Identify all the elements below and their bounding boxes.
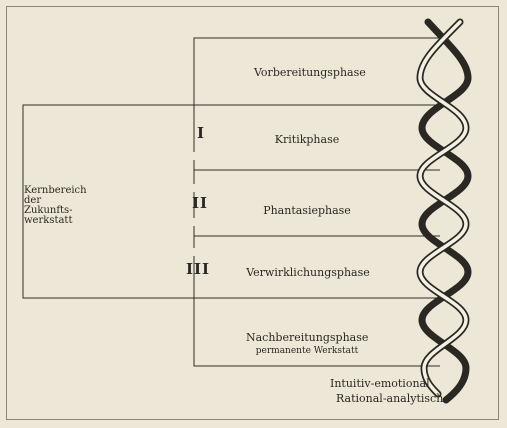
- phase-sublabel-permanent: permanente Werkstatt: [246, 346, 368, 356]
- core-label: Kernbereich der Zukunfts- werkstatt: [24, 186, 87, 226]
- phase-numeral-1: I: [197, 124, 205, 142]
- phase-label-verwirklichung: Verwirklichungsphase: [238, 266, 378, 279]
- helix-label-rational: Rational-analytisch: [336, 392, 443, 405]
- phase-label-phantasie: Phantasiephase: [262, 204, 352, 217]
- phase-numeral-2: II: [192, 194, 208, 212]
- phase-label-kritik: Kritikphase: [262, 133, 352, 146]
- phase-label-vorbereitung: Vorbereitungsphase: [254, 66, 358, 79]
- phase-numeral-3: III: [186, 260, 210, 278]
- helix-label-intuitive: Intuitiv-emotional: [330, 377, 430, 390]
- phase-label-nachbereitung: Nachbereitungsphase: [246, 331, 366, 344]
- helix-strand-light: [420, 22, 466, 394]
- core-label-line-4: werkstatt: [24, 216, 87, 226]
- double-helix: [420, 22, 468, 400]
- outer-phase-box: [194, 38, 440, 366]
